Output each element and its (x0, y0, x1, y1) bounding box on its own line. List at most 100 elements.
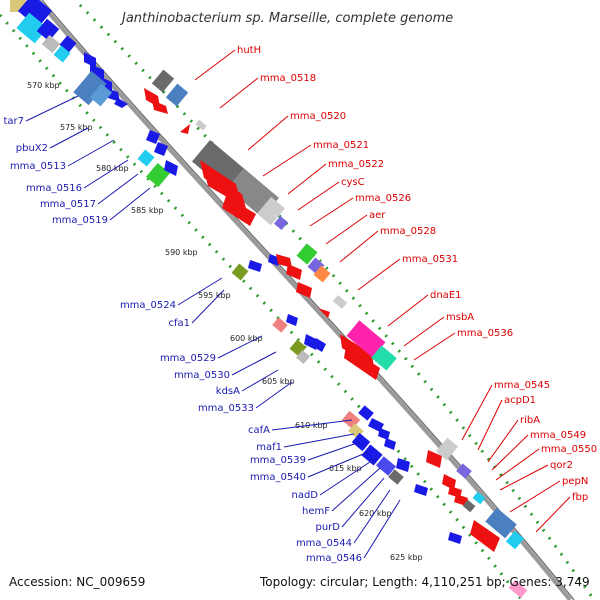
gene-feature (146, 162, 170, 188)
gene-arrow (180, 124, 190, 134)
gene-arrow (248, 260, 262, 272)
leader-line (339, 230, 379, 263)
gene-label-reverse[interactable]: maf1 (256, 442, 282, 453)
leader-line (341, 477, 385, 528)
leader-line (297, 181, 340, 211)
gene-label-reverse[interactable]: mma_0539 (250, 455, 306, 466)
gene-arrow (384, 438, 396, 450)
gene-feature (137, 149, 155, 167)
leader-line (413, 332, 456, 361)
leader-line (307, 441, 361, 461)
gene-feature (257, 196, 285, 226)
reverse-gene-labels: tar7 pbuX2 mma_0513 mma_0516 mma_0517 mma_051… (3, 95, 401, 564)
gene-feature (346, 320, 386, 358)
gene-label-reverse[interactable]: pbuX2 (16, 143, 48, 154)
gene-label-reverse[interactable]: mma_0544 (296, 538, 352, 549)
leader-line (262, 144, 312, 177)
gene-label-forward[interactable]: mma_0550 (541, 444, 597, 455)
gene-feature (53, 45, 71, 63)
gene-label-reverse[interactable]: tar7 (3, 116, 24, 127)
leader-line (283, 433, 355, 448)
gene-label-reverse[interactable]: mma_0513 (10, 161, 66, 172)
gene-arrow (164, 160, 178, 176)
gene-label-reverse[interactable]: cafA (248, 425, 270, 436)
leader-line (499, 464, 549, 491)
gene-label-forward[interactable]: mma_0520 (290, 111, 346, 122)
gene-arrow (442, 474, 456, 490)
gene-arrow (378, 428, 390, 440)
gene-feature (351, 432, 371, 452)
gene-feature (388, 469, 404, 485)
leader-line (247, 115, 289, 151)
gene-feature (295, 349, 311, 365)
gene-feature (16, 12, 48, 44)
gene-label-reverse[interactable]: mma_0517 (40, 199, 96, 210)
tick-label: 595 kbp (198, 291, 231, 300)
gene-label-forward[interactable]: pepN (562, 476, 588, 487)
leader-line (109, 187, 151, 221)
leader-line (363, 499, 401, 559)
gene-feature (313, 265, 331, 283)
leader-line (217, 335, 263, 359)
gene-label-reverse[interactable]: hemF (302, 506, 330, 517)
gene-label-reverse[interactable]: mma_0516 (26, 183, 82, 194)
forward-strand-genes (144, 69, 528, 598)
gene-arrow (204, 170, 246, 208)
gene-label-reverse[interactable]: mma_0529 (160, 353, 216, 364)
leader-line (357, 258, 401, 291)
gene-label-reverse[interactable]: mma_0530 (174, 370, 230, 381)
gene-label-reverse[interactable]: mma_0540 (250, 472, 306, 483)
gene-label-forward[interactable]: dnaE1 (430, 290, 462, 301)
leader-line (177, 277, 223, 306)
gene-feature (17, 0, 53, 28)
gene-label-forward[interactable]: acpD1 (504, 395, 536, 406)
gene-label-forward[interactable]: mma_0521 (313, 140, 369, 151)
gene-label-forward[interactable]: mma_0536 (457, 328, 513, 339)
leader-line (97, 173, 139, 205)
leader-line (241, 369, 279, 392)
gene-label-forward[interactable]: fbp (572, 492, 588, 503)
accession-text: Accession: NC_009659 (9, 575, 145, 589)
tick-label: 590 kbp (165, 248, 198, 257)
leader-line (535, 496, 571, 533)
gene-label-reverse[interactable]: purD (316, 522, 341, 533)
dotted-guide-inner (0, 14, 524, 600)
gene-label-forward[interactable]: mma_0526 (355, 193, 411, 204)
gene-label-forward[interactable]: mma_0528 (380, 226, 436, 237)
gene-label-forward[interactable]: ribA (520, 415, 540, 426)
gene-feature (36, 18, 60, 42)
reverse-strand-genes (10, 0, 462, 544)
gene-label-forward[interactable]: hutH (237, 45, 261, 56)
gene-label-reverse[interactable]: mma_0546 (306, 553, 362, 564)
gene-arrow (414, 484, 428, 496)
gene-label-forward[interactable]: mma_0518 (260, 73, 316, 84)
gene-feature (231, 263, 249, 281)
gene-label-reverse[interactable]: mma_0524 (120, 300, 176, 311)
gene-label-forward[interactable]: mma_0549 (530, 430, 586, 441)
leader-line (231, 351, 277, 376)
topology-text: Topology: circular; Length: 4,110,251 bp… (259, 575, 590, 589)
gene-label-reverse[interactable]: cfa1 (168, 318, 190, 329)
gene-feature (485, 507, 517, 539)
gene-label-forward[interactable]: qor2 (550, 460, 573, 471)
gene-arrow (312, 338, 326, 352)
gene-label-reverse[interactable]: kdsA (216, 386, 240, 397)
gene-label-forward[interactable]: aer (369, 210, 386, 221)
gene-label-forward[interactable]: cysC (341, 177, 365, 188)
leader-line (487, 419, 519, 463)
gene-feature (272, 317, 288, 333)
gene-feature (41, 34, 61, 54)
gene-label-forward[interactable]: msbA (446, 312, 474, 323)
gene-label-reverse[interactable]: mma_0519 (52, 215, 108, 226)
gene-feature (508, 580, 528, 598)
tick-label: 620 kbp (359, 509, 392, 518)
gene-label-forward[interactable]: mma_0545 (494, 380, 550, 391)
gene-label-forward[interactable]: mma_0531 (402, 254, 458, 265)
gene-label-reverse[interactable]: mma_0533 (198, 403, 254, 414)
tick-label: 570 kbp (27, 81, 60, 90)
leader-line (307, 451, 369, 478)
gene-label-forward[interactable]: mma_0522 (328, 159, 384, 170)
gene-label-reverse[interactable]: nadD (291, 490, 318, 501)
leader-line (219, 77, 259, 109)
